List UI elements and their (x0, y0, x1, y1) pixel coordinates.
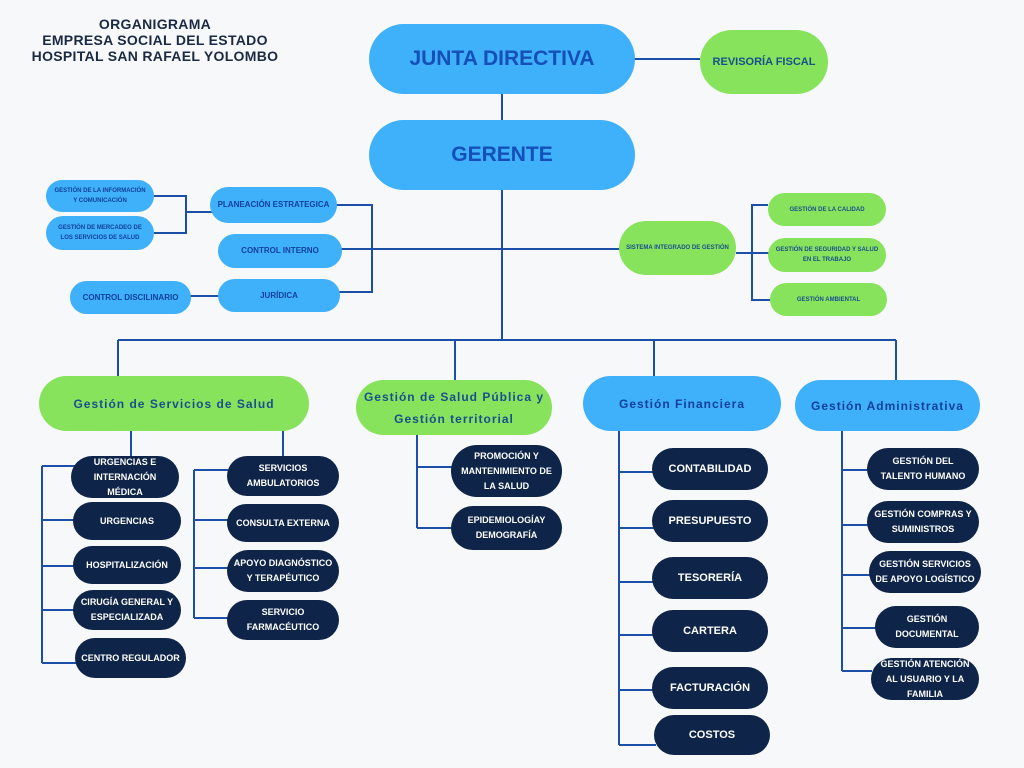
node-servicios-ambulatorios: SERVICIOS AMBULATORIOS (227, 456, 339, 496)
node-gestion-informacion: GESTIÓN DE LA INFORMACIÓN Y COMUNICACIÓN (46, 180, 154, 212)
node-label: Gestión de Servicios de Salud (73, 396, 275, 411)
title-line-2: EMPRESA SOCIAL DEL ESTADO (42, 32, 268, 48)
node-centro-regulador: CENTRO REGULADOR (75, 638, 186, 678)
node-talento-humano: GESTIÓN DEL TALENTO HUMANO (867, 448, 979, 490)
node-label: EPIDEMIOLOGÍAY DEMOGRAFÍA (467, 515, 546, 540)
node-gestion-servicios-salud: Gestión de Servicios de Salud (39, 376, 309, 431)
node-label: GERENTE (451, 143, 553, 166)
node-label: REVISORÍA FISCAL (712, 56, 816, 68)
node-label: GESTIÓN DE LA INFORMACIÓN Y COMUNICACIÓN (54, 188, 146, 204)
node-label: URGENCIAS (99, 515, 154, 526)
node-gestion-calidad: GESTIÓN DE LA CALIDAD (768, 193, 886, 226)
node-planeacion-estrategica: PLANEACIÓN ESTRATEGICA (210, 187, 337, 223)
node-label: Gestión de Salud Pública y Gestión terri… (363, 389, 545, 426)
node-label: JURÍDICA (260, 290, 298, 300)
node-label: CONTROL DISCILINARIO (82, 292, 179, 302)
node-label: CONTABILIDAD (668, 463, 752, 475)
node-revisoria-fiscal: REVISORÍA FISCAL (700, 30, 828, 94)
node-label: GESTIÓN SERVICIOS DE APOYO LOGÍSTICO (875, 559, 975, 584)
node-gestion-financiera: Gestión Financiera (583, 376, 781, 431)
node-label: JUNTA DIRECTIVA (409, 47, 595, 70)
node-urgencias: URGENCIAS (73, 502, 181, 540)
node-junta-directiva: JUNTA DIRECTIVA (369, 24, 635, 94)
node-label: COSTOS (688, 729, 736, 741)
node-label: CONSULTA EXTERNA (236, 517, 330, 528)
node-label: GESTIÓN DEL TALENTO HUMANO (880, 456, 966, 481)
node-hospitalizacion: HOSPITALIZACIÓN (73, 546, 181, 584)
node-costos: COSTOS (654, 715, 770, 755)
node-label: PLANEACIÓN ESTRATEGICA (217, 200, 330, 209)
node-epidemiologia: EPIDEMIOLOGÍAY DEMOGRAFÍA (451, 506, 562, 550)
chart-title: ORGANIGRAMA EMPRESA SOCIAL DEL ESTADO HO… (20, 16, 290, 64)
node-servicio-farmaceutico: SERVICIO FARMACÉUTICO (227, 600, 339, 640)
node-label: Gestión Financiera (618, 396, 746, 411)
node-label: FACTURACIÓN (669, 682, 751, 694)
node-atencion-usuario: GESTIÓN ATENCIÓN AL USUARIO Y LA FAMILIA (871, 658, 979, 700)
node-label: GESTIÓN COMPRAS Y SUMINISTROS (874, 509, 972, 534)
node-presupuesto: PRESUPUESTO (652, 500, 768, 542)
node-promocion-mantenimiento: PROMOCIÓN Y MANTENIMIENTO DE LA SALUD (451, 445, 562, 497)
node-label: CENTRO REGULADOR (81, 652, 180, 663)
node-contabilidad: CONTABILIDAD (652, 448, 768, 490)
node-apoyo-diagnostico: APOYO DIAGNÓSTICO Y TERAPÉUTICO (227, 550, 339, 592)
node-label: APOYO DIAGNÓSTICO Y TERAPÉUTICO (233, 558, 333, 583)
node-label: CARTERA (683, 625, 737, 637)
title-line-1: ORGANIGRAMA (98, 16, 212, 32)
node-cirugia: CIRUGÍA GENERAL Y ESPECIALIZADA (73, 590, 181, 630)
node-sistema-integrado-gestion: SISTEMA INTEGRADO DE GESTIÓN (619, 221, 736, 275)
node-facturacion: FACTURACIÓN (652, 667, 768, 709)
node-label: GESTIÓN DE MERCADEO DE LOS SERVICIOS DE … (58, 225, 142, 241)
node-gestion-mercadeo: GESTIÓN DE MERCADEO DE LOS SERVICIOS DE … (46, 216, 154, 250)
node-label: GESTIÓN ATENCIÓN AL USUARIO Y LA FAMILIA (880, 658, 970, 699)
node-compras-suministros: GESTIÓN COMPRAS Y SUMINISTROS (867, 501, 979, 543)
node-label: CIRUGÍA GENERAL Y ESPECIALIZADA (80, 597, 174, 622)
node-label: SERVICIOS AMBULATORIOS (246, 463, 320, 488)
node-label: PROMOCIÓN Y MANTENIMIENTO DE LA SALUD (461, 450, 552, 491)
node-label: GESTIÓN DOCUMENTAL (895, 614, 959, 639)
node-label: SISTEMA INTEGRADO DE GESTIÓN (626, 245, 729, 251)
node-urgencias-internacion: URGENCIAS E INTERNACIÓN MÉDICA (71, 456, 179, 498)
node-control-interno: CONTROL INTERNO (218, 234, 342, 268)
node-cartera: CARTERA (652, 610, 768, 652)
node-label: URGENCIAS E INTERNACIÓN MÉDICA (93, 456, 157, 497)
node-gestion-administrativa: Gestión Administrativa (795, 380, 980, 431)
node-label: SERVICIO FARMACÉUTICO (246, 607, 320, 632)
node-gerente: GERENTE (369, 120, 635, 190)
node-label: CONTROL INTERNO (241, 246, 319, 255)
node-label: GESTIÓN DE LA CALIDAD (789, 206, 865, 213)
node-label: PRESUPUESTO (668, 515, 752, 527)
node-consulta-externa: CONSULTA EXTERNA (227, 504, 339, 542)
node-gestion-ambiental: GESTIÓN AMBIENTAL (770, 283, 887, 316)
node-gestion-documental: GESTIÓN DOCUMENTAL (875, 606, 979, 648)
node-tesoreria: TESORERÍA (652, 557, 768, 599)
node-label: TESORERÍA (677, 572, 743, 584)
node-gestion-salud-publica: Gestión de Salud Pública y Gestión terri… (356, 380, 552, 435)
title-line-3: HOSPITAL SAN RAFAEL YOLOMBO (31, 48, 279, 64)
node-label: GESTIÓN AMBIENTAL (796, 296, 861, 303)
node-control-disciplinario: CONTROL DISCILINARIO (70, 281, 191, 314)
node-gestion-seguridad-salud: GESTIÓN DE SEGURIDAD Y SALUD EN EL TRABA… (768, 238, 886, 272)
node-label: GESTIÓN DE SEGURIDAD Y SALUD EN EL TRABA… (775, 247, 879, 263)
node-juridica: JURÍDICA (218, 279, 340, 312)
node-label: Gestión Administrativa (811, 398, 964, 413)
node-apoyo-logistico: GESTIÓN SERVICIOS DE APOYO LOGÍSTICO (869, 551, 981, 593)
node-label: HOSPITALIZACIÓN (86, 559, 168, 570)
